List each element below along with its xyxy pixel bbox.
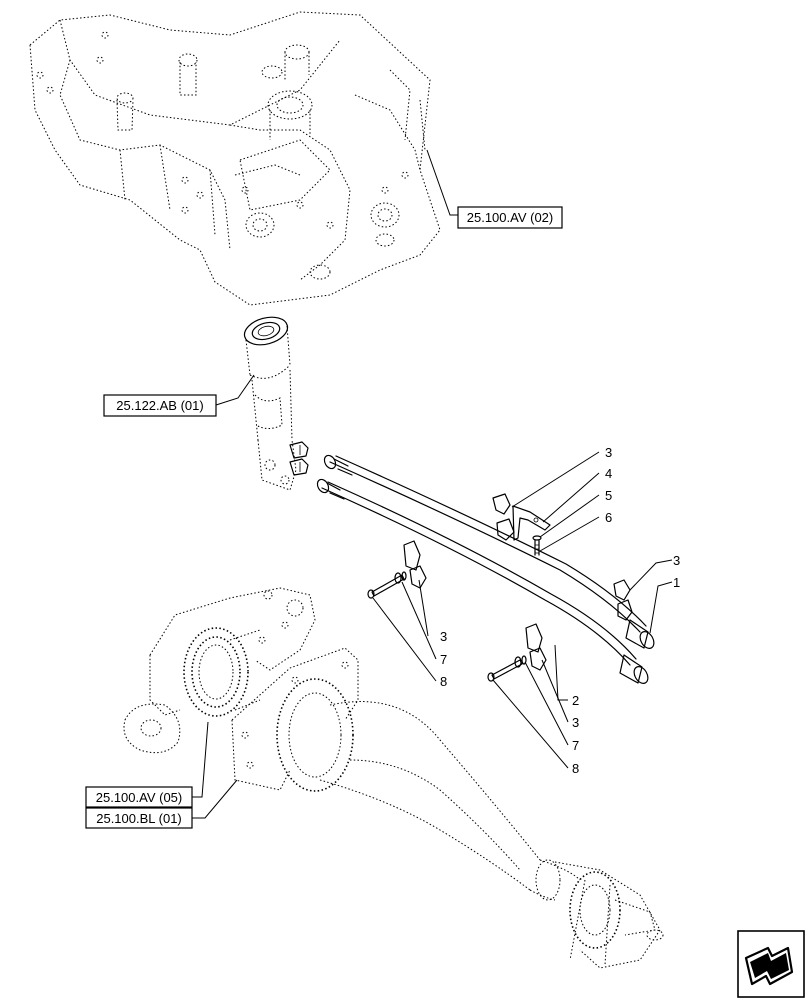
next-page-arrow-icon[interactable]	[737, 930, 805, 998]
callout-6: 6	[605, 510, 612, 525]
callout-numbers: 3 4 5 6 3 1 3 7 8 2 3 7 8	[440, 445, 680, 776]
callout-8-lower: 8	[572, 761, 579, 776]
callout-2: 2	[572, 693, 579, 708]
callout-3-lower: 3	[572, 715, 579, 730]
callout-3-upper: 3	[605, 445, 612, 460]
hose-clamps-and-fasteners	[367, 493, 633, 682]
reference-25-122-ab-01[interactable]: 25.122.AB (01)	[103, 374, 255, 417]
callout-4: 4	[605, 466, 612, 481]
callout-8-middle: 8	[440, 674, 447, 689]
callout-5: 5	[605, 488, 612, 503]
steering-knuckle	[123, 587, 316, 754]
reference-label-25-122-ab-01: 25.122.AB (01)	[116, 398, 203, 413]
reference-label-25-100-av-02: 25.100.AV (02)	[467, 210, 553, 225]
callout-1: 1	[673, 575, 680, 590]
reference-label-25-100-bl-01: 25.100.BL (01)	[96, 811, 182, 826]
reference-25-100-bl-01[interactable]: 25.100.BL (01)	[85, 779, 238, 829]
callout-leaders	[372, 451, 673, 769]
reference-label-25-100-av-05: 25.100.AV (05)	[96, 790, 182, 805]
callout-3-middle: 3	[440, 629, 447, 644]
hydraulic-hoses	[316, 454, 655, 684]
axle-housing	[231, 647, 664, 969]
steering-cylinder	[243, 316, 309, 491]
axle-support-frame	[29, 11, 441, 306]
reference-25-100-av-02[interactable]: 25.100.AV (02)	[426, 149, 563, 229]
callout-3-right: 3	[673, 553, 680, 568]
callout-7-middle: 7	[440, 652, 447, 667]
callout-7-lower: 7	[572, 738, 579, 753]
reference-25-100-av-05[interactable]: 25.100.AV (05)	[85, 721, 209, 808]
